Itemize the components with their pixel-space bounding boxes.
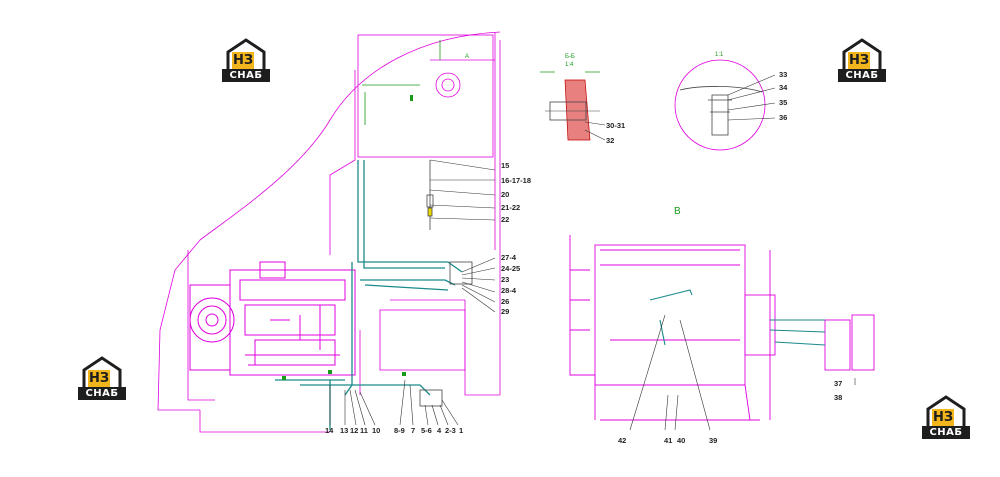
- watermark-logo-top-right: НЗ СНАБ: [838, 38, 886, 84]
- tank-panel: [357, 34, 494, 158]
- callout-15: 15: [501, 161, 509, 170]
- sensor-assembly: [426, 160, 434, 230]
- callout-27-4: 27-4: [501, 253, 517, 262]
- callout-28-4: 28-4: [501, 286, 517, 295]
- section-detail: [540, 71, 600, 141]
- callout-22: 22: [501, 215, 509, 224]
- callout-7: 7: [411, 426, 415, 435]
- callout-14: 14: [325, 426, 334, 435]
- callout-2-3: 2-3: [445, 426, 456, 435]
- callout-13: 13: [340, 426, 348, 435]
- callout-16-17-18: 16-17-18: [501, 176, 531, 185]
- scale-label-b: 1:1: [715, 52, 724, 58]
- engine-block: [189, 261, 356, 376]
- watermark-logo-bottom-right: НЗ СНАБ: [922, 395, 970, 441]
- callout-5-6: 5-6: [421, 426, 432, 435]
- frame-outline: [157, 31, 501, 433]
- callout-21-22: 21-22: [501, 203, 520, 212]
- callout-38: 38: [834, 393, 842, 402]
- callout-4: 4: [437, 426, 442, 435]
- logo-mark: НЗ: [932, 409, 954, 426]
- section-label-b: Б-Б: [565, 54, 575, 60]
- callout-24-25: 24-25: [501, 264, 520, 273]
- callout-36: 36: [779, 113, 787, 122]
- callout-39: 39: [709, 436, 717, 445]
- hydraulic-lines: [275, 160, 463, 430]
- callout-42: 42: [618, 436, 626, 445]
- logo-mark: НЗ: [848, 52, 870, 69]
- callout-labels: 15 16-17-18 20 21-22 22 27-4 24-25 23 28…: [325, 70, 842, 445]
- valve-block: [419, 261, 473, 407]
- callout-8-9: 8-9: [394, 426, 405, 435]
- callout-33: 33: [779, 70, 787, 79]
- callout-37: 37: [834, 379, 842, 388]
- logo-caption: СНАБ: [222, 69, 270, 82]
- callout-12: 12: [350, 426, 358, 435]
- callout-30-31: 30-31: [606, 121, 625, 130]
- right-assembly: [569, 235, 875, 421]
- callout-41: 41: [664, 436, 672, 445]
- callout-23: 23: [501, 275, 509, 284]
- callout-40: 40: [677, 436, 685, 445]
- callout-11: 11: [360, 426, 368, 435]
- small-label-a: А: [465, 54, 469, 60]
- leader-lines: [329, 74, 856, 431]
- callout-26: 26: [501, 297, 509, 306]
- logo-mark: НЗ: [232, 52, 254, 69]
- circle-detail: [674, 59, 766, 151]
- view-label-v: В: [674, 206, 681, 217]
- watermark-logo-bottom-left: НЗ СНАБ: [78, 356, 126, 402]
- logo-caption: СНАБ: [838, 69, 886, 82]
- callout-1: 1: [459, 426, 463, 435]
- callout-35: 35: [779, 98, 787, 107]
- logo-caption: СНАБ: [78, 387, 126, 400]
- scale-label-a: 1:4: [565, 62, 574, 68]
- callout-34: 34: [779, 83, 788, 92]
- green-markers: [282, 95, 413, 380]
- logo-caption: СНАБ: [922, 426, 970, 439]
- callout-29: 29: [501, 307, 509, 316]
- watermark-logo-top-left: НЗ СНАБ: [222, 38, 270, 84]
- right-lines: [649, 289, 826, 346]
- callout-20: 20: [501, 190, 509, 199]
- callout-32: 32: [606, 136, 614, 145]
- callout-10: 10: [372, 426, 380, 435]
- logo-mark: НЗ: [88, 370, 110, 387]
